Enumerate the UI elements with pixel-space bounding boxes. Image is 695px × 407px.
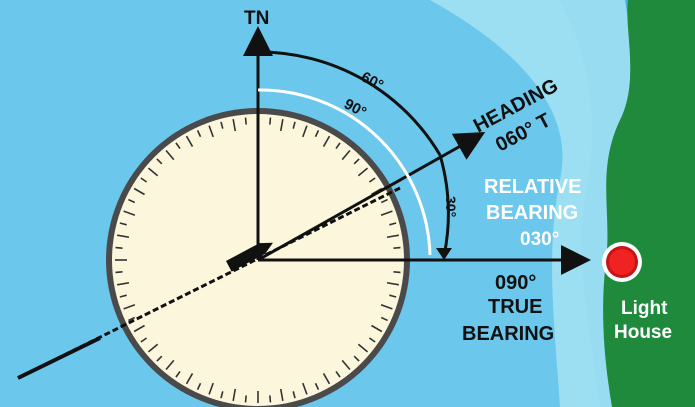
lighthouse-label-2: House [614,322,672,343]
relative-arc-arrowhead [436,248,452,260]
compass-tick [389,222,397,226]
compass-tick [232,388,237,401]
compass-tick [140,177,148,183]
compass-tick [389,294,397,298]
true-bearing-label-1: TRUE [488,296,542,318]
compass-tick [380,198,388,204]
heading-line [257,132,486,262]
relative-angle-label: 30° [443,196,459,217]
relative-bearing-label-2: BEARING [486,202,578,224]
ship-track-tail [17,336,101,380]
compass-tick [133,324,145,333]
compass-tick [292,391,296,399]
compass-tick [335,370,341,378]
compass-tick [208,125,214,138]
compass-tick [220,391,224,399]
compass-tick [279,388,284,401]
compass-tick [386,281,399,286]
compass-tick [371,324,383,333]
compass-tick [117,281,130,286]
compass-tick [380,304,393,310]
compass-tick [117,234,130,239]
compass-tick [128,198,136,204]
compass-tick [123,304,136,310]
compass-tick [156,158,163,165]
compass-tick [393,271,401,274]
compass-tick [165,359,175,371]
compass-tick [123,210,136,216]
compass-tick [196,130,202,138]
compass-tick [175,370,181,378]
compass-tick [140,337,148,343]
compass-tick [244,395,247,403]
compass-tick [232,119,237,132]
compass-tick [322,135,331,147]
compass-tick [133,187,145,196]
compass-tick [269,395,272,403]
compass-tick [128,316,136,322]
land-area [603,0,695,407]
compass-tick [393,246,401,249]
compass-tick [175,142,181,150]
compass-tick [357,167,369,177]
compass-tick [302,125,308,138]
compass-tick [335,142,341,150]
compass-tick [147,343,159,353]
compass-tick [115,246,123,249]
ship-icon [225,242,273,272]
compass-tick [368,337,376,343]
compass-tick [244,117,247,125]
relative-bearing-label-1: RELATIVE [484,176,581,198]
lighthouse-icon [602,242,642,282]
heading-angle-arc [257,50,442,156]
compass-tick [115,271,123,274]
compass-tick [119,294,127,298]
compass-tick [314,130,320,138]
compass-tick [147,167,159,177]
compass-tick [208,382,214,395]
compass-tick [165,149,175,161]
compass-tick [353,158,360,165]
compass-tick [185,135,194,147]
compass-tick [380,210,393,216]
compass-tick [353,355,360,362]
compass-tick [341,359,351,371]
relative-bearing-value: 030° [520,229,559,250]
true-angle-arc [257,88,432,256]
compass-tick [322,373,331,385]
compass-tick [196,382,202,390]
compass-tick [380,316,388,322]
compass-tick [357,343,369,353]
compass-tick [156,355,163,362]
compass-tick [302,382,308,395]
compass-tick [292,121,296,129]
compass-tick [220,121,224,129]
compass-tick [269,117,272,125]
true-bearing-value: 090° [495,272,536,294]
compass-tick [368,177,376,183]
compass-tick [386,234,399,239]
relative-angle-arc [438,154,450,257]
shallow-water-band [430,0,631,407]
compass-tick [185,373,194,385]
compass-tick [341,149,351,161]
true-north-label: TN [244,8,269,29]
compass-tick [314,382,320,390]
compass-tick [119,222,127,226]
lighthouse-label-1: Light [621,298,668,319]
compass-tick [279,119,284,132]
true-bearing-label-2: BEARING [462,323,554,345]
